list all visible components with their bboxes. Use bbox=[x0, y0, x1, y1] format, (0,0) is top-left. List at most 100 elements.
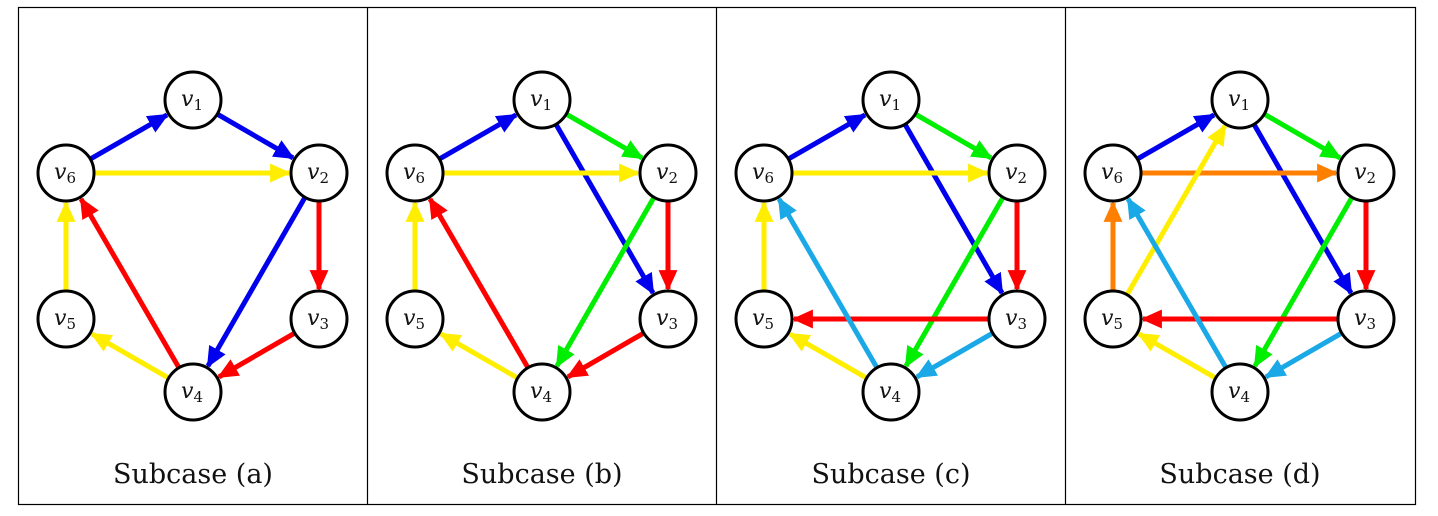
node-circle bbox=[638, 289, 698, 349]
node-label: v6 bbox=[403, 160, 425, 187]
node-label-subscript: 1 bbox=[1240, 96, 1250, 114]
node-label: v1 bbox=[530, 87, 552, 114]
edge-v1-to-v3 bbox=[554, 123, 656, 295]
node-label-subscript: 5 bbox=[415, 315, 425, 333]
node-label: v5 bbox=[54, 306, 76, 333]
node-circle bbox=[861, 70, 921, 130]
node-circle bbox=[1210, 70, 1270, 130]
node-label-base: v bbox=[54, 306, 67, 331]
node-label-base: v bbox=[307, 306, 320, 331]
node-circle bbox=[734, 143, 794, 203]
node-label: v5 bbox=[752, 306, 774, 333]
node-label: v6 bbox=[54, 160, 76, 187]
node-label: v1 bbox=[1228, 87, 1250, 114]
node-circle bbox=[987, 289, 1047, 349]
node-circle bbox=[36, 289, 96, 349]
node-label: v4 bbox=[530, 379, 552, 406]
node-label-base: v bbox=[1228, 87, 1241, 112]
node-label-subscript: 6 bbox=[415, 169, 425, 187]
node-circle bbox=[1336, 143, 1396, 203]
node-label: v4 bbox=[1228, 379, 1250, 406]
edge-v4-to-v5 bbox=[788, 331, 868, 380]
node-v5: v5 bbox=[734, 289, 794, 349]
edge-v2-to-v4 bbox=[1252, 196, 1354, 368]
node-label-base: v bbox=[656, 160, 669, 185]
node-label: v5 bbox=[403, 306, 425, 333]
node-label: v3 bbox=[656, 306, 678, 333]
edge-v3-to-v4 bbox=[1264, 331, 1343, 380]
node-label: v4 bbox=[879, 379, 901, 406]
edge-v1-to-v2 bbox=[1263, 112, 1342, 161]
node-label-subscript: 3 bbox=[1366, 315, 1376, 333]
node-v2: v2 bbox=[987, 143, 1047, 203]
node-v2: v2 bbox=[1336, 143, 1396, 203]
node-label-base: v bbox=[752, 160, 765, 185]
node-label: v1 bbox=[879, 87, 901, 114]
node-circle bbox=[163, 362, 223, 422]
node-v5: v5 bbox=[385, 289, 445, 349]
node-v2: v2 bbox=[289, 143, 349, 203]
node-label-base: v bbox=[879, 87, 892, 112]
node-v6: v6 bbox=[36, 143, 96, 203]
node-label: v3 bbox=[307, 306, 329, 333]
node-label: v2 bbox=[1354, 160, 1376, 187]
node-circle bbox=[1083, 289, 1143, 349]
node-label-base: v bbox=[656, 306, 669, 331]
edge-v3-to-v4 bbox=[566, 331, 645, 380]
node-label-base: v bbox=[530, 87, 543, 112]
node-label-subscript: 1 bbox=[193, 96, 203, 114]
node-label-base: v bbox=[1354, 306, 1367, 331]
node-label: v1 bbox=[181, 87, 203, 114]
node-v3: v3 bbox=[987, 289, 1047, 349]
node-v2: v2 bbox=[638, 143, 698, 203]
edge-v1-to-v2 bbox=[216, 112, 295, 161]
node-v5: v5 bbox=[1083, 289, 1143, 349]
node-label-subscript: 2 bbox=[668, 169, 678, 187]
node-circle bbox=[734, 289, 794, 349]
node-label-base: v bbox=[530, 379, 543, 404]
edge-v2-to-v4 bbox=[205, 196, 307, 368]
panel-caption: Subcase (c) bbox=[812, 459, 971, 490]
edge-v2-to-v4 bbox=[554, 196, 656, 368]
edge-v3-to-v4 bbox=[217, 331, 296, 380]
node-circle bbox=[385, 143, 445, 203]
edge-v4-to-v6 bbox=[1125, 197, 1228, 369]
node-v1: v1 bbox=[512, 70, 572, 130]
node-label-subscript: 5 bbox=[66, 315, 76, 333]
node-v3: v3 bbox=[638, 289, 698, 349]
node-label-subscript: 2 bbox=[319, 169, 329, 187]
node-circle bbox=[1083, 143, 1143, 203]
node-label-base: v bbox=[1005, 306, 1018, 331]
node-label-base: v bbox=[181, 379, 194, 404]
node-v4: v4 bbox=[512, 362, 572, 422]
node-circle bbox=[289, 143, 349, 203]
node-label-subscript: 3 bbox=[668, 315, 678, 333]
node-label: v6 bbox=[752, 160, 774, 187]
edge-v4-to-v5 bbox=[439, 331, 519, 380]
node-label-base: v bbox=[181, 87, 194, 112]
node-label-base: v bbox=[1228, 379, 1241, 404]
node-label-base: v bbox=[307, 160, 320, 185]
node-label-base: v bbox=[54, 160, 67, 185]
panel-caption: Subcase (d) bbox=[1159, 459, 1320, 490]
node-circle bbox=[36, 143, 96, 203]
edge-v4-to-v5 bbox=[90, 331, 170, 380]
edge-v4-to-v6 bbox=[78, 197, 181, 369]
node-circle bbox=[512, 70, 572, 130]
node-label: v2 bbox=[1005, 160, 1027, 187]
node-circle bbox=[638, 143, 698, 203]
node-label-base: v bbox=[1354, 160, 1367, 185]
node-label-base: v bbox=[879, 379, 892, 404]
node-label-subscript: 4 bbox=[542, 388, 552, 406]
edge-v6-to-v1 bbox=[438, 112, 518, 161]
node-circle bbox=[512, 362, 572, 422]
node-v6: v6 bbox=[1083, 143, 1143, 203]
node-label-base: v bbox=[1101, 306, 1114, 331]
node-label-subscript: 3 bbox=[319, 315, 329, 333]
edge-v4-to-v6 bbox=[427, 197, 530, 369]
node-circle bbox=[861, 362, 921, 422]
node-label-base: v bbox=[752, 306, 765, 331]
node-label: v3 bbox=[1005, 306, 1027, 333]
node-circle bbox=[1336, 289, 1396, 349]
